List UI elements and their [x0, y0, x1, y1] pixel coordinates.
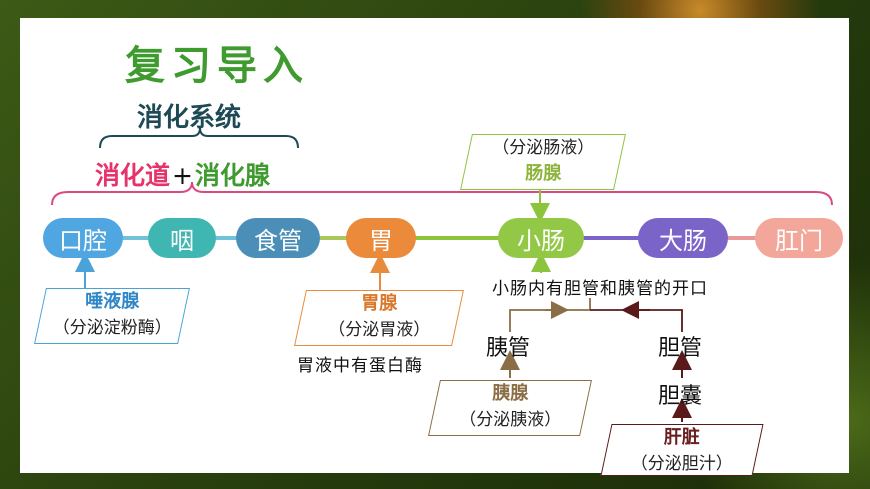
tract-gland-formula: 消化道+消化腺	[95, 156, 270, 192]
plus-sign: +	[172, 161, 193, 190]
pancreas-box: 胰腺 （分泌胰液）	[428, 380, 592, 436]
bile-duct-path	[590, 309, 683, 332]
gastric-gland-name: 胃腺	[361, 293, 398, 314]
pancreas-secretion: （分泌胰液）	[459, 410, 562, 430]
pancreatic-duct-label: 胰管	[486, 336, 531, 361]
organ-large-intestine: 大肠	[638, 218, 728, 258]
bile-duct-label: 胆管	[658, 336, 703, 361]
organ-stomach: 胃	[346, 218, 416, 258]
gallbladder-label: 胆囊	[658, 384, 703, 409]
page-title: 复习导入	[125, 43, 309, 89]
gastric-gland-secretion: （分泌胃液）	[328, 320, 431, 340]
liver-box: 肝脏 （分泌胆汁）	[600, 424, 764, 476]
organ-mouth: 口腔	[43, 218, 123, 258]
organ-small-intestine: 小肠	[498, 218, 584, 258]
tract-brace	[51, 181, 833, 206]
tract-label: 消化道	[95, 161, 171, 190]
liver-name: 肝脏	[663, 427, 700, 448]
intestinal-gland-name: 肠腺	[525, 163, 562, 184]
pancreatic-duct-path	[509, 309, 590, 332]
system-label: 消化系统	[137, 103, 242, 133]
liver-secretion: （分泌胆汁）	[630, 454, 733, 474]
duct-opening-note: 小肠内有胆管和胰管的开口	[492, 279, 708, 299]
pancreas-name: 胰腺	[492, 383, 529, 404]
salivary-gland-secretion: （分泌淀粉酶）	[52, 318, 172, 338]
organ-esophagus: 食管	[236, 218, 320, 258]
intestinal-gland-secretion: （分泌肠液）	[492, 138, 595, 158]
salivary-gland-box: 唾液腺 （分泌淀粉酶）	[34, 288, 190, 344]
system-brace	[99, 127, 299, 149]
gland-label: 消化腺	[194, 161, 270, 190]
intestinal-gland-box: （分泌肠液） 肠腺	[460, 134, 626, 190]
organ-anus: 肛门	[755, 218, 843, 258]
salivary-gland-name: 唾液腺	[85, 291, 140, 312]
gastric-enzyme-note: 胃液中有蛋白酶	[297, 356, 423, 376]
organ-pharynx: 咽	[148, 218, 216, 258]
gastric-gland-box: 胃腺 （分泌胃液）	[294, 290, 464, 346]
